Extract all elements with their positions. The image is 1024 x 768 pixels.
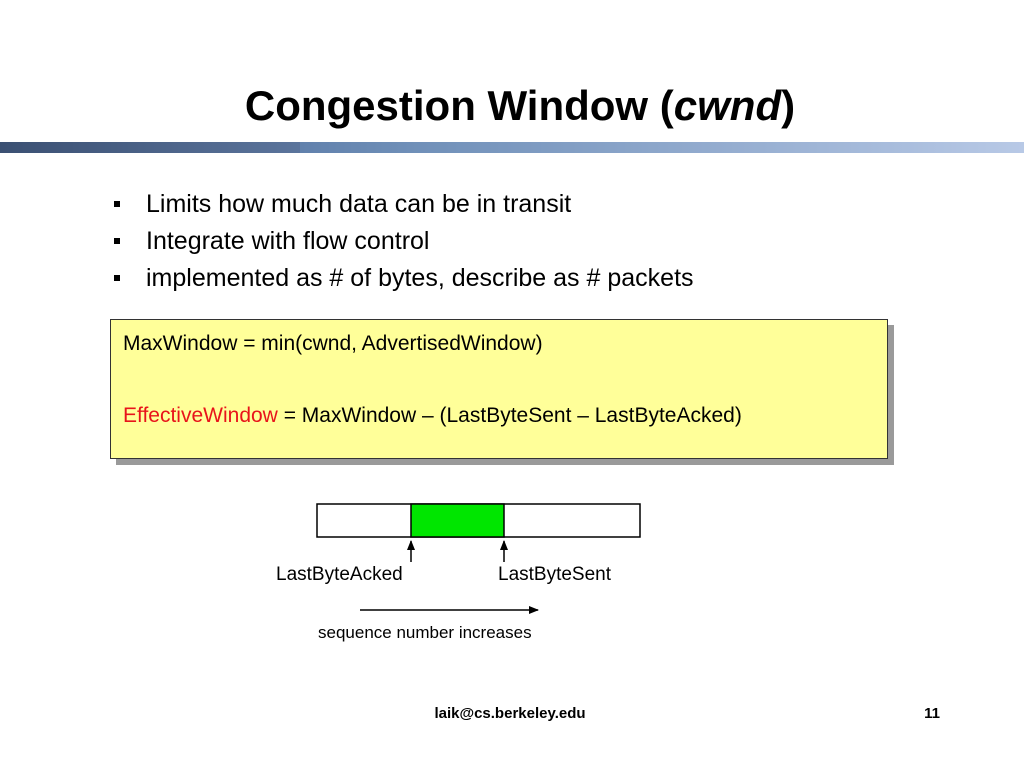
square-bullet-icon (114, 238, 120, 244)
title-cwnd: cwnd (673, 82, 782, 129)
square-bullet-icon (114, 275, 120, 281)
bullet-item: Integrate with flow control (112, 223, 694, 260)
effective-window-expression: = MaxWindow – (LastByteSent – LastByteAc… (277, 404, 742, 427)
slide-title: Congestion Window (cwnd) (0, 78, 1024, 134)
sequence-direction-label: sequence number increases (318, 623, 532, 642)
effective-window-formula: EffectiveWindow = MaxWindow – (LastByteS… (123, 402, 742, 430)
page-number: 11 (924, 705, 940, 722)
title-main: Congestion Window ( (244, 82, 674, 129)
bullet-text: Limits how much data can be in transit (146, 190, 572, 218)
bullet-item: implemented as # of bytes, describe as #… (112, 260, 694, 297)
bullet-item: Limits how much data can be in transit (112, 186, 694, 223)
bullet-text: Integrate with flow control (146, 227, 430, 255)
bullet-list: Limits how much data can be in transit I… (112, 186, 694, 297)
footer-email: laik@cs.berkeley.edu (434, 705, 586, 722)
formula-box: MaxWindow = min(cwnd, AdvertisedWindow) … (110, 319, 888, 459)
bullet-text: implemented as # of bytes, describe as #… (146, 264, 694, 292)
in-flight-segment (410, 503, 505, 538)
title-close: ) (781, 82, 796, 129)
max-window-formula: MaxWindow = min(cwnd, AdvertisedWindow) (123, 332, 543, 355)
effective-window-term: EffectiveWindow (123, 404, 278, 427)
last-byte-acked-label: LastByteAcked (276, 564, 403, 585)
title-underline-bar (0, 142, 1024, 153)
title-underline-bar-dark (0, 142, 300, 153)
square-bullet-icon (114, 201, 120, 207)
last-byte-sent-label: LastByteSent (498, 564, 612, 585)
